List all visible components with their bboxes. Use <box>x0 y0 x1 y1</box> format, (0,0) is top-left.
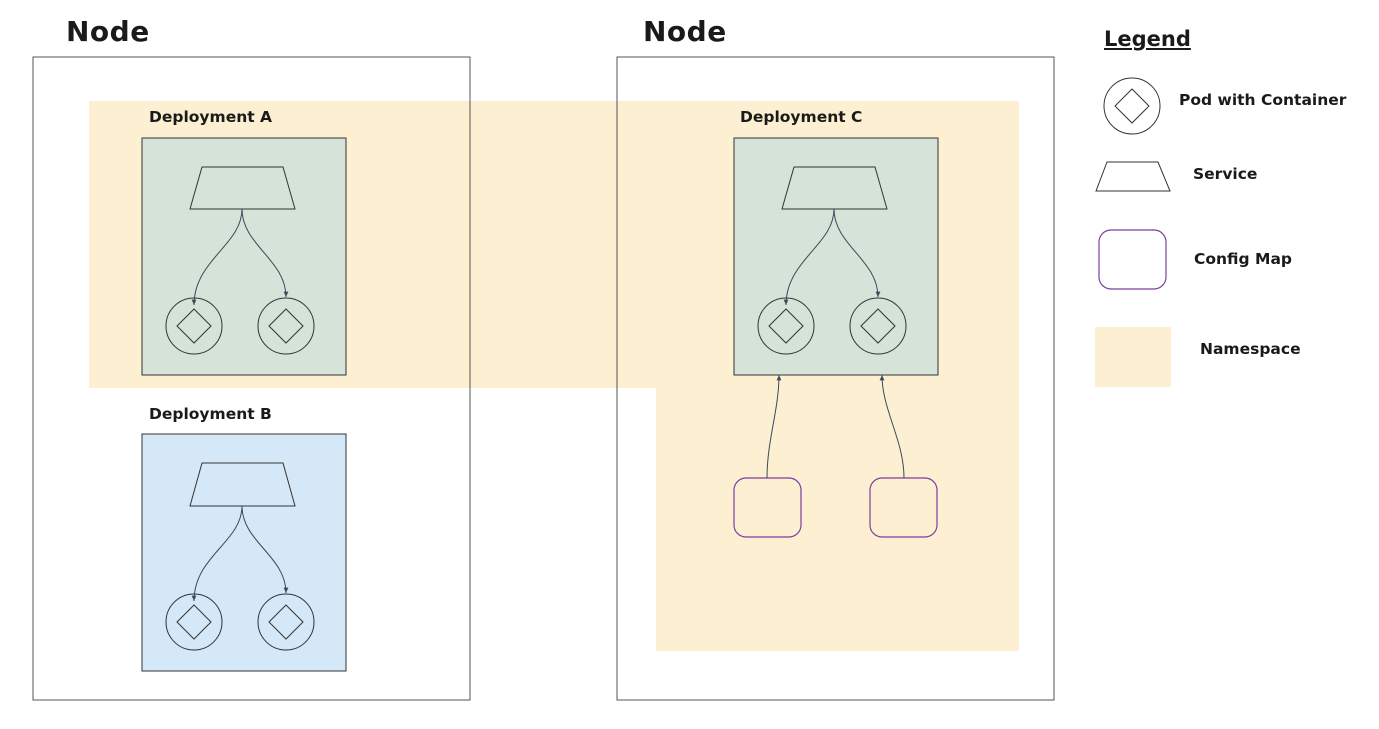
deployment-b-title: Deployment B <box>149 405 272 423</box>
deployment-c-title: Deployment C <box>740 108 863 126</box>
node-title: Node <box>643 15 727 48</box>
pod-icon <box>257 297 315 355</box>
node-title: Node <box>66 15 150 48</box>
deployment-a <box>141 137 347 376</box>
service-icon <box>781 166 888 210</box>
connector-arrow <box>783 208 835 306</box>
legend-pod-icon <box>1103 77 1161 135</box>
connector-arrow <box>879 374 905 479</box>
service-icon <box>189 166 296 210</box>
pod-icon <box>257 593 315 651</box>
deployment-b <box>141 433 347 672</box>
deployment-c-box <box>733 137 939 376</box>
legend-title: Legend <box>1104 27 1191 51</box>
deployment-a-title: Deployment A <box>149 108 273 126</box>
deployment-a-box <box>141 137 347 376</box>
legend-label-service: Service <box>1193 165 1258 183</box>
config-map-icon <box>869 477 938 538</box>
service-icon <box>189 462 296 507</box>
connector-arrow <box>241 208 289 298</box>
pod-icon <box>849 297 907 355</box>
deployment-c <box>733 137 939 376</box>
legend-label-config-map: Config Map <box>1194 250 1293 268</box>
connector-arrow <box>191 505 243 602</box>
legend-namespace-swatch <box>1095 327 1171 387</box>
node-right <box>616 56 1055 701</box>
pod-icon <box>165 593 223 651</box>
legend-label-pod: Pod with Container <box>1179 91 1347 109</box>
connector-arrow <box>833 208 881 298</box>
legend-config-map-icon <box>1098 229 1167 290</box>
config-map-icon <box>733 477 802 538</box>
node-left <box>32 56 471 701</box>
legend-label-namespace: Namespace <box>1200 340 1301 358</box>
connector-arrow <box>191 208 243 306</box>
pod-icon <box>757 297 815 355</box>
deployment-b-box <box>141 433 347 672</box>
connector-arrow <box>241 505 289 594</box>
connector-arrow <box>766 374 782 479</box>
legend-service-icon <box>1095 161 1171 192</box>
pod-icon <box>165 297 223 355</box>
